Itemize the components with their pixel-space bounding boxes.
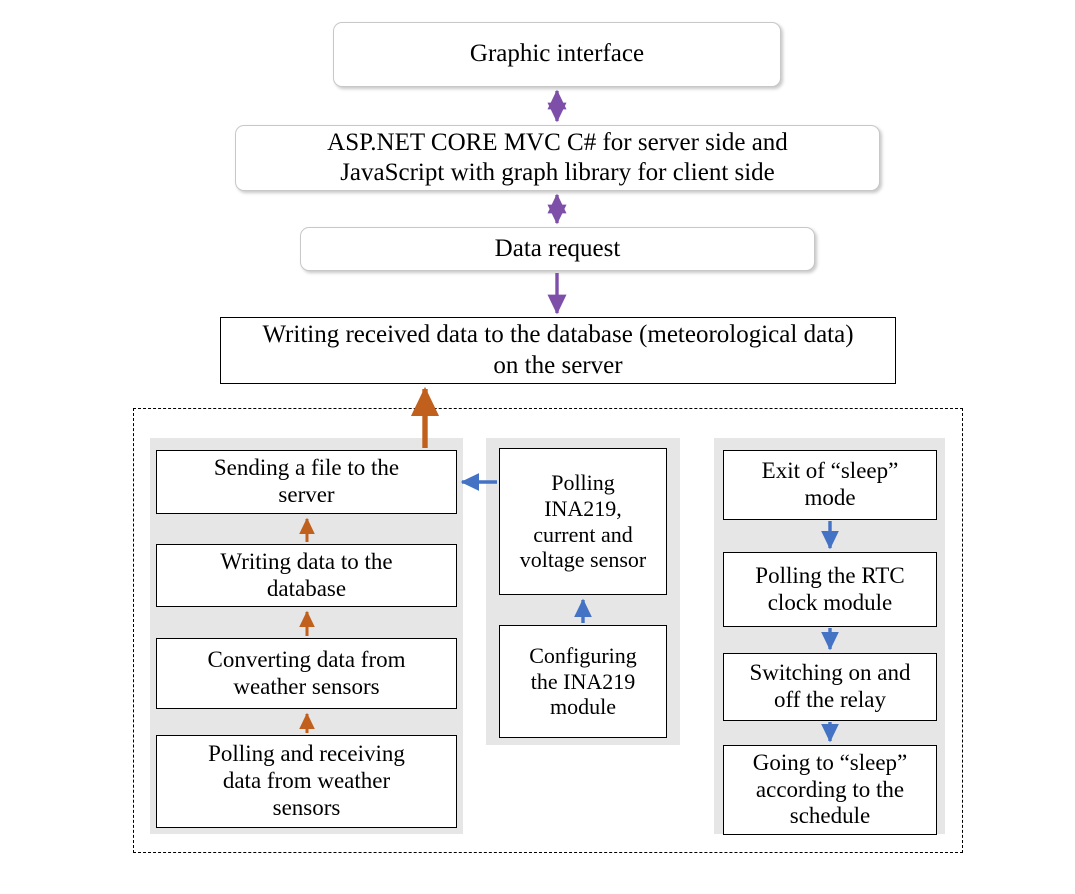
block-graphic-interface[interactable]: Graphic interface (333, 22, 781, 87)
block-data-request-label: Data request (494, 234, 621, 262)
step-exit-sleep[interactable]: Exit of “sleep”mode (723, 450, 937, 520)
block-graphic-interface-label: Graphic interface (469, 40, 645, 68)
block-writing-received-data[interactable]: Writing received data to the database (m… (220, 317, 896, 384)
device-region-boundary (133, 408, 963, 853)
block-data-request[interactable]: Data request (300, 227, 815, 271)
block-writing-received-data-label: Writing received data to the database (m… (262, 321, 854, 379)
step-exit-sleep-label: Exit of “sleep”mode (761, 458, 899, 510)
